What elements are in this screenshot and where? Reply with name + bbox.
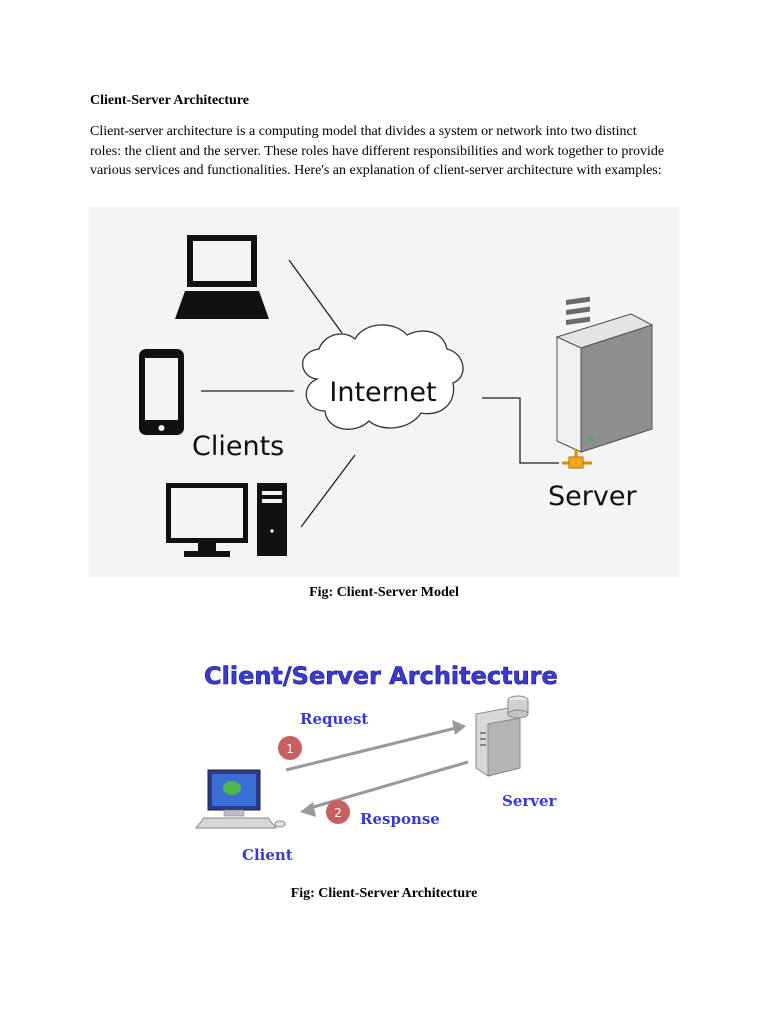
client-computer-icon — [194, 769, 286, 829]
page-title: Client-Server Architecture — [90, 93, 250, 108]
server-tower-icon — [555, 296, 654, 469]
response-arrow — [300, 760, 469, 817]
desktop-monitor-icon — [166, 483, 248, 557]
step-1-badge: 1 — [278, 736, 302, 760]
internet-cloud-icon — [302, 324, 464, 430]
response-label: Response — [360, 810, 440, 828]
client-server-architecture-figure: Client/Server Architecture Request Respo… — [186, 640, 558, 876]
computer-tower-icon — [257, 483, 287, 556]
laptop-icon — [175, 235, 269, 319]
svg-text:1: 1 — [286, 742, 294, 756]
request-label: Request — [300, 710, 368, 728]
client-label: Client — [242, 846, 293, 864]
svg-text:2: 2 — [334, 806, 342, 820]
intro-paragraph: Client-server architecture is a computin… — [90, 124, 665, 178]
figure2-caption: Fig: Client-Server Architecture — [290, 886, 478, 901]
figure1-caption: Fig: Client-Server Model — [309, 585, 459, 600]
smartphone-icon — [139, 349, 184, 435]
server-label-2: Server — [502, 792, 558, 810]
internet-label: Internet — [329, 377, 436, 408]
server-database-icon — [475, 695, 529, 777]
request-arrow — [285, 720, 466, 772]
client-server-model-figure: Internet Clients Server — [89, 207, 679, 577]
architecture-title: Client/Server Architecture — [204, 662, 558, 690]
connection-lines — [201, 259, 559, 528]
step-2-badge: 2 — [326, 800, 350, 824]
clients-label: Clients — [192, 431, 284, 462]
server-label: Server — [548, 481, 637, 512]
